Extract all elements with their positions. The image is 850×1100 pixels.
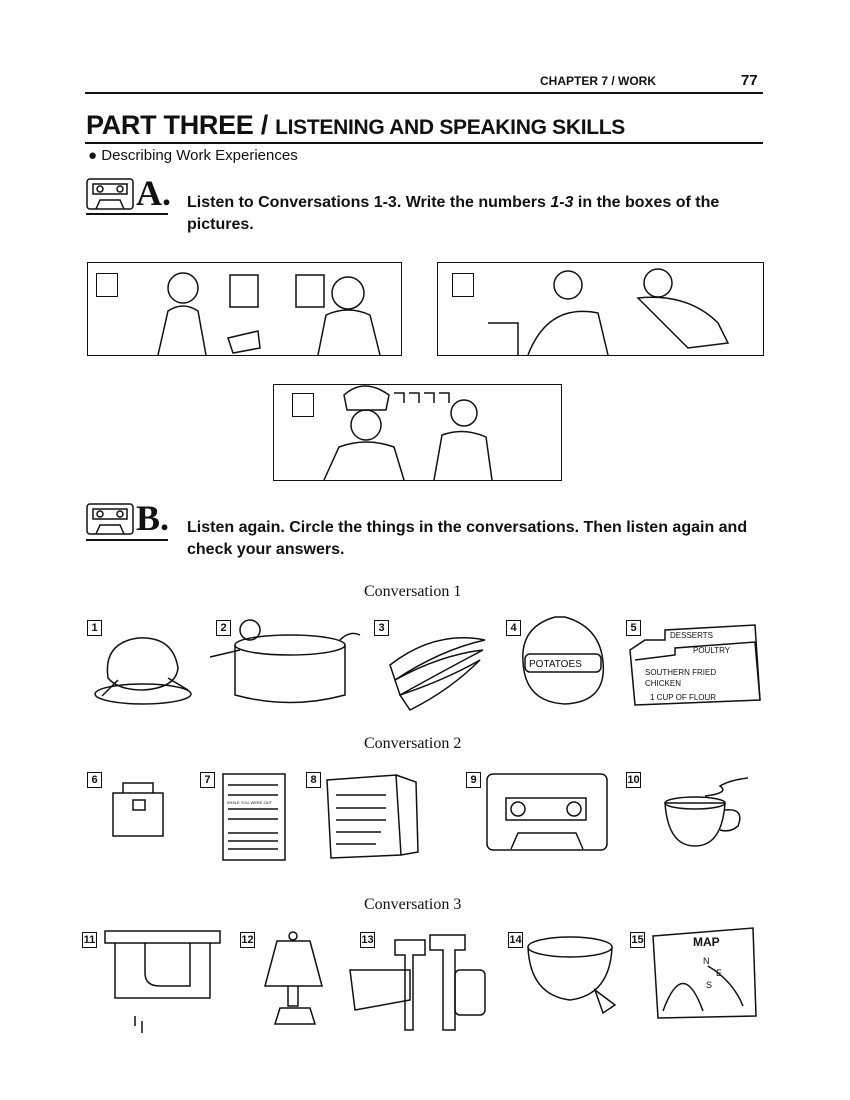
item-number: 7 <box>200 772 215 788</box>
map-image[interactable]: MAP NES <box>648 926 758 1021</box>
message-pad-image[interactable]: WHILE YOU WERE OUT <box>222 773 286 861</box>
message-pad-heading: WHILE YOU WERE OUT <box>227 800 273 805</box>
leaking-pipe-image[interactable] <box>100 926 225 1041</box>
recipe-line-3: 1 CUP OF FLOUR <box>650 693 716 702</box>
roast-chicken-image[interactable] <box>88 618 198 708</box>
title-main: PART THREE / <box>86 110 268 140</box>
section-a-letter: A. <box>136 173 171 213</box>
answer-box-2[interactable] <box>452 273 474 297</box>
chef-illustration <box>323 385 493 481</box>
section-a-underline <box>86 213 168 215</box>
item-number: 13 <box>360 932 375 948</box>
section-b-instruction: Listen again. Circle the things in the c… <box>187 519 748 558</box>
map-title: MAP <box>693 935 720 949</box>
compass-n: N <box>703 956 710 966</box>
item-number: 10 <box>626 772 641 788</box>
section-b-letter: B. <box>136 498 170 538</box>
item-number: 14 <box>508 932 523 948</box>
compass-s: S <box>706 980 712 990</box>
title-sub: LISTENING AND SPEAKING SKILLS <box>275 116 626 139</box>
cassette-tape-image[interactable] <box>486 773 611 853</box>
item-number: 5 <box>626 620 641 636</box>
recipe-line-1: SOUTHERN FRIED <box>645 668 716 677</box>
conversation-1-label: Conversation 1 <box>364 583 462 600</box>
potatoes-label: POTATOES <box>529 659 582 670</box>
cash-box-image[interactable] <box>108 778 168 838</box>
recipe-line-2: CHICKEN <box>645 679 681 688</box>
item-number: 6 <box>87 772 102 788</box>
conversation-3-label: Conversation 3 <box>364 896 462 913</box>
item-number: 12 <box>240 932 255 948</box>
compass-e: E <box>716 968 722 978</box>
tools-image[interactable] <box>340 930 490 1035</box>
item-number: 11 <box>82 932 97 948</box>
bananas-image[interactable] <box>385 625 490 711</box>
potato-bag-image[interactable]: POTATOES <box>515 612 610 707</box>
tab-desserts: DESSERTS <box>670 631 713 640</box>
conversation-2-label: Conversation 2 <box>364 735 462 752</box>
page-title: PART THREE / LISTENING AND SPEAKING SKIL… <box>86 110 625 141</box>
instr-a-part2: in the boxes of the pictures. <box>187 194 720 233</box>
item-number: 15 <box>630 932 645 948</box>
page-number: 77 <box>741 72 758 89</box>
cooking-pot-image[interactable] <box>209 615 361 710</box>
item-number: 3 <box>374 620 389 636</box>
title-rule <box>85 142 763 144</box>
lamp-image[interactable] <box>255 926 330 1031</box>
item-number: 1 <box>87 620 102 636</box>
picture-kitchen <box>437 262 764 356</box>
office-illustration <box>157 272 381 356</box>
header-rule <box>85 92 763 94</box>
item-number: 9 <box>466 772 481 788</box>
section-b-underline <box>86 539 168 541</box>
broken-bowl-image[interactable] <box>525 935 620 1015</box>
subtitle-text: Describing Work Experiences <box>101 147 298 164</box>
item-number: 2 <box>216 620 231 636</box>
chapter-header: CHAPTER 7 / WORK <box>540 74 657 88</box>
tab-poultry: POULTRY <box>693 646 731 655</box>
instr-a-part1: Listen to Conversations 1-3. Write the n… <box>187 194 551 211</box>
cassette-icon <box>86 178 134 210</box>
item-number: 8 <box>306 772 321 788</box>
instr-a-italic: 1-3 <box>550 194 574 211</box>
subtitle: ● Describing Work Experiences <box>88 147 298 164</box>
cassette-icon <box>86 503 134 535</box>
kitchen-illustration <box>488 268 730 356</box>
answer-box-3[interactable] <box>292 393 314 417</box>
item-number: 4 <box>506 620 521 636</box>
answer-box-1[interactable] <box>96 273 118 297</box>
section-a-instruction: Listen to Conversations 1-3. Write the n… <box>187 192 757 236</box>
coffee-cup-image[interactable] <box>660 777 755 848</box>
picture-chef <box>273 384 562 481</box>
recipe-cards-image[interactable]: DESSERTS POULTRY SOUTHERN FRIED CHICKEN 1 CU… <box>625 620 765 706</box>
picture-office-interview <box>87 262 402 356</box>
papers-image[interactable] <box>326 770 421 860</box>
